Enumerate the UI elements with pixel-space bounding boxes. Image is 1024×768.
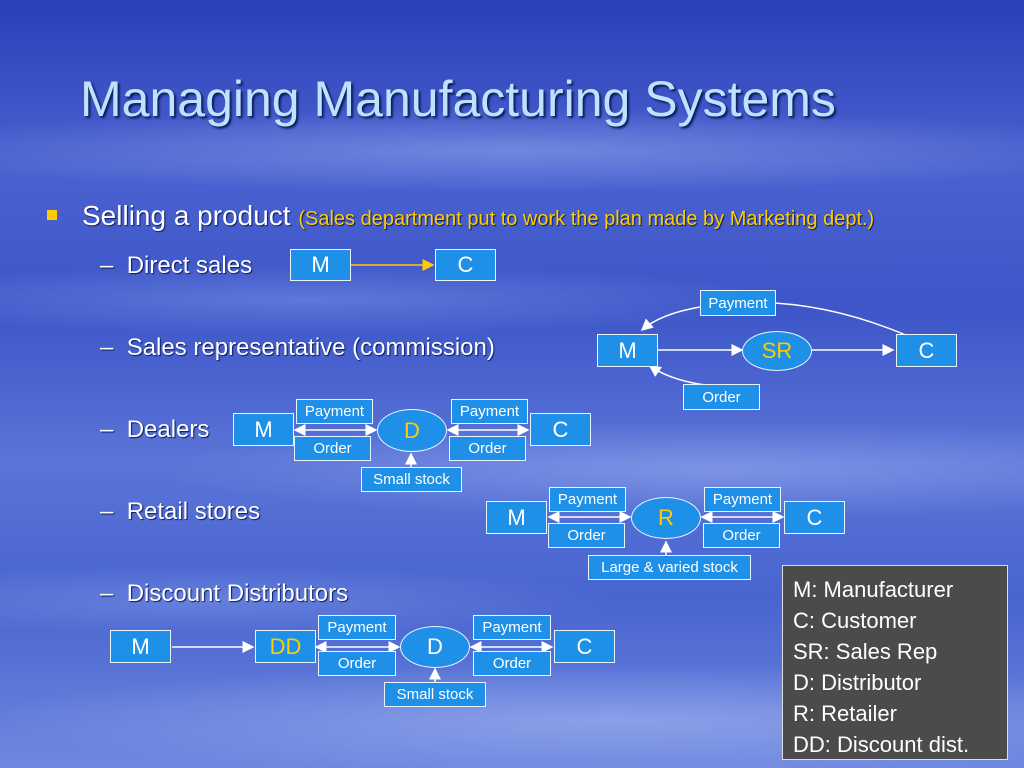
sr-m-box: M	[597, 334, 658, 367]
discount-order-label-2: Order	[473, 651, 551, 676]
item-dealers: – Dealers	[100, 416, 209, 444]
bullet-main-text: Selling a product	[82, 200, 291, 231]
dash: –	[100, 252, 114, 279]
sr-c-box: C	[896, 334, 957, 367]
dash: –	[100, 416, 114, 443]
arrow-sr-order	[648, 365, 706, 386]
direct-c-box: C	[435, 249, 496, 281]
legend-item: R: Retailer	[793, 701, 897, 726]
square-bullet-icon	[47, 210, 57, 220]
item-label: Retail stores	[126, 498, 261, 525]
retail-c-box: C	[784, 501, 845, 534]
legend-item: M: Manufacturer	[793, 577, 954, 602]
legend-item: D: Distributor	[793, 670, 922, 695]
legend-item: SR: Sales Rep	[793, 639, 938, 664]
dealer-payment-label-1: Payment	[296, 399, 373, 424]
retail-m-box: M	[486, 501, 547, 534]
discount-payment-label-1: Payment	[318, 615, 396, 640]
dealer-order-label-1: Order	[294, 436, 371, 461]
bullet-note: (Sales department put to work the plan m…	[298, 208, 875, 230]
dealer-payment-label-2: Payment	[451, 399, 528, 424]
retail-order-label-1: Order	[548, 523, 625, 548]
retail-r-oval: R	[631, 497, 701, 539]
item-label: Direct sales	[126, 252, 253, 279]
legend-item: DD: Discount dist.	[793, 732, 970, 757]
legend-box: M: Manufacturer C: Customer SR: Sales Re…	[782, 565, 1008, 760]
item-label: Sales representative (commission)	[126, 334, 495, 361]
item-direct-sales: – Direct sales	[100, 252, 252, 280]
sr-payment-label: Payment	[700, 290, 776, 316]
item-label: Dealers	[126, 416, 210, 443]
dash: –	[100, 334, 114, 361]
item-label: Discount Distributors	[126, 580, 349, 607]
direct-m-box: M	[290, 249, 351, 281]
page-title: Managing Manufacturing Systems	[80, 71, 836, 127]
sr-order-label: Order	[683, 384, 760, 410]
item-retail-stores: – Retail stores	[100, 498, 260, 526]
retail-payment-label-2: Payment	[704, 487, 781, 512]
dealer-c-box: C	[530, 413, 591, 446]
discount-d-oval: D	[400, 626, 470, 668]
sr-oval: SR	[742, 331, 812, 371]
dealer-m-box: M	[233, 413, 294, 446]
discount-small-stock-label: Small stock	[384, 682, 486, 707]
discount-c-box: C	[554, 630, 615, 663]
retail-payment-label-1: Payment	[549, 487, 626, 512]
retail-order-label-2: Order	[703, 523, 780, 548]
discount-order-label-1: Order	[318, 651, 396, 676]
dealer-d-oval: D	[377, 409, 447, 452]
dash: –	[100, 580, 114, 607]
item-sales-rep: – Sales representative (commission)	[100, 334, 495, 362]
bullet-selling-product: Selling a product (Sales department put …	[47, 200, 875, 232]
item-discount-distributors: – Discount Distributors	[100, 580, 348, 608]
discount-dd-box: DD	[255, 630, 316, 663]
legend-item: C: Customer	[793, 608, 917, 633]
retail-large-stock-label: Large & varied stock	[588, 555, 751, 580]
discount-payment-label-2: Payment	[473, 615, 551, 640]
dash: –	[100, 498, 114, 525]
discount-m-box: M	[110, 630, 171, 663]
dealer-order-label-2: Order	[449, 436, 526, 461]
dealer-small-stock-label: Small stock	[361, 467, 462, 492]
